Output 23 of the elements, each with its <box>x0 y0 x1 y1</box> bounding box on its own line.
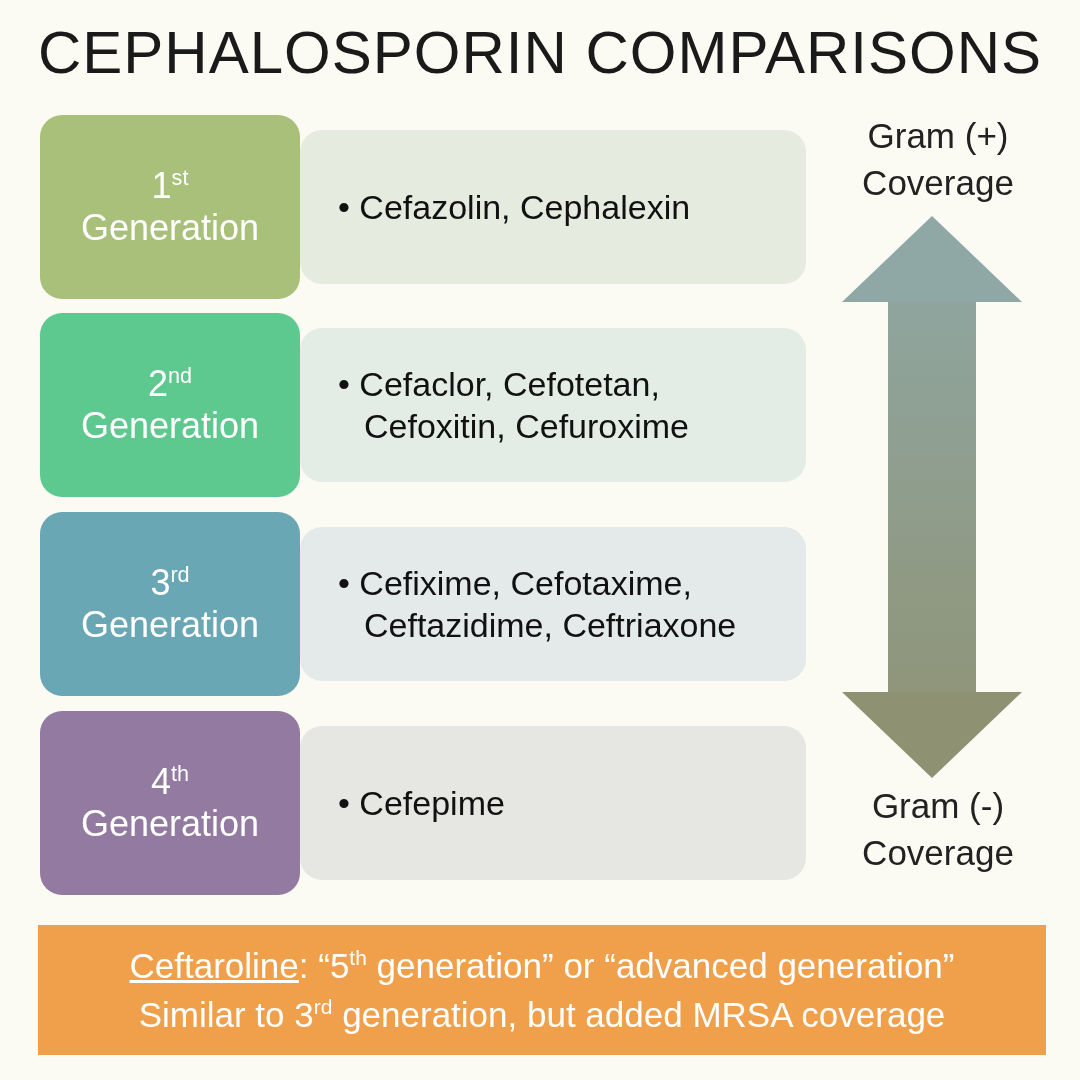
drug-name: Ceftaroline <box>129 946 299 985</box>
note-banner <box>38 925 1046 1055</box>
generation-box <box>40 313 300 497</box>
drug-list-box <box>300 130 806 284</box>
title: CEPHALOSPORIN COMPARISONS <box>36 18 1044 87</box>
coverage-label: Gram (+) Coverage <box>861 115 1015 205</box>
generation-label: 2$^{nd}$ Generation <box>79 363 261 447</box>
note-text: : “5$^{th}$ generation” or “advanced generation” <box>298 946 955 985</box>
drug-list-box <box>300 527 806 681</box>
generation-label: 3$^{rd}$ Generation <box>79 562 261 646</box>
generation-box <box>40 711 300 895</box>
generation-box <box>40 115 300 299</box>
coverage-label: Gram (-) Coverage <box>861 785 1015 875</box>
note-text: Similar to 3$^{rd}$ generation, but added MRSA coverage <box>137 994 947 1036</box>
drug-list-box <box>300 328 806 482</box>
generation-label: 1$^{st}$ Generation <box>79 165 261 249</box>
drug-list-item: • Cefaclor, Cefotetan, Cefoxitin, Cefuroxime <box>338 363 690 447</box>
drug-list-item: • Cefixime, Cefotaxime, Ceftazidime, Ceftriaxone <box>338 562 738 646</box>
drug-list-box <box>300 726 806 880</box>
generation-label: 4$^{th}$ Generation <box>79 761 261 845</box>
generation-box <box>40 512 300 696</box>
drug-list-item: • Cefazolin, Cephalexin <box>338 186 691 228</box>
drug-list-item: • Cefepime <box>338 782 506 824</box>
